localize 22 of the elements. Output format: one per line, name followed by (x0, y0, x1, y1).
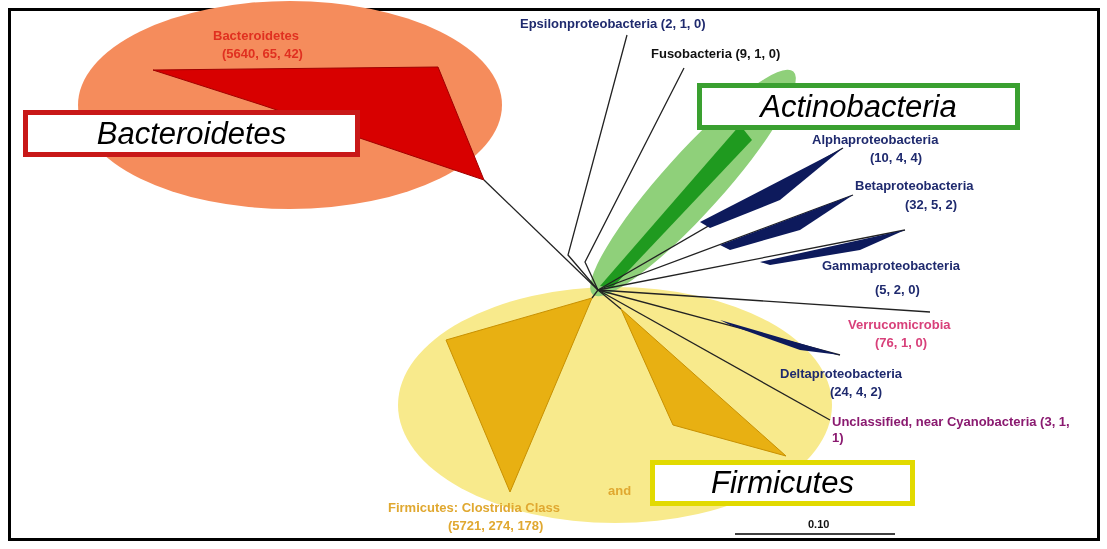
taxon-label: (24, 4, 2) (830, 384, 883, 400)
taxon-label: (5, 2, 0) (875, 282, 920, 298)
taxon-label: (32, 5, 2) (905, 197, 958, 213)
taxon-label: (5721, 274, 178) (448, 518, 544, 534)
taxon-label: Fusobacteria (9, 1, 0) (651, 46, 781, 62)
taxon-label: Epsilonproteobacteria (2, 1, 0) (520, 16, 706, 32)
phylum-label-box: Bacteroidetes (23, 110, 360, 157)
taxon-label: (10, 4, 4) (870, 150, 923, 166)
taxon-label: Firmicutes: Clostridia Class (388, 500, 560, 516)
phylum-label-box: Firmicutes (650, 460, 915, 506)
taxon-label: Bacteroidetes (213, 28, 299, 44)
taxon-label: (76, 1, 0) (875, 335, 928, 351)
taxon-label: Betaproteobacteria (855, 178, 974, 194)
taxon-label: Gammaproteobacteria (822, 258, 960, 274)
phylum-label-box: Actinobacteria (697, 83, 1020, 130)
scale-label: 0.10 (808, 517, 830, 532)
taxon-label: Verrucomicrobia (848, 317, 951, 333)
taxon-label: (5640, 65, 42) (222, 46, 303, 62)
taxon-label: Unclassified, near Cyanobacteria (3, 1, 1) (832, 414, 1071, 446)
taxon-label: Alphaproteobacteria (812, 132, 939, 148)
taxon-label: and (608, 483, 632, 499)
taxon-label: Deltaproteobacteria (780, 366, 903, 382)
